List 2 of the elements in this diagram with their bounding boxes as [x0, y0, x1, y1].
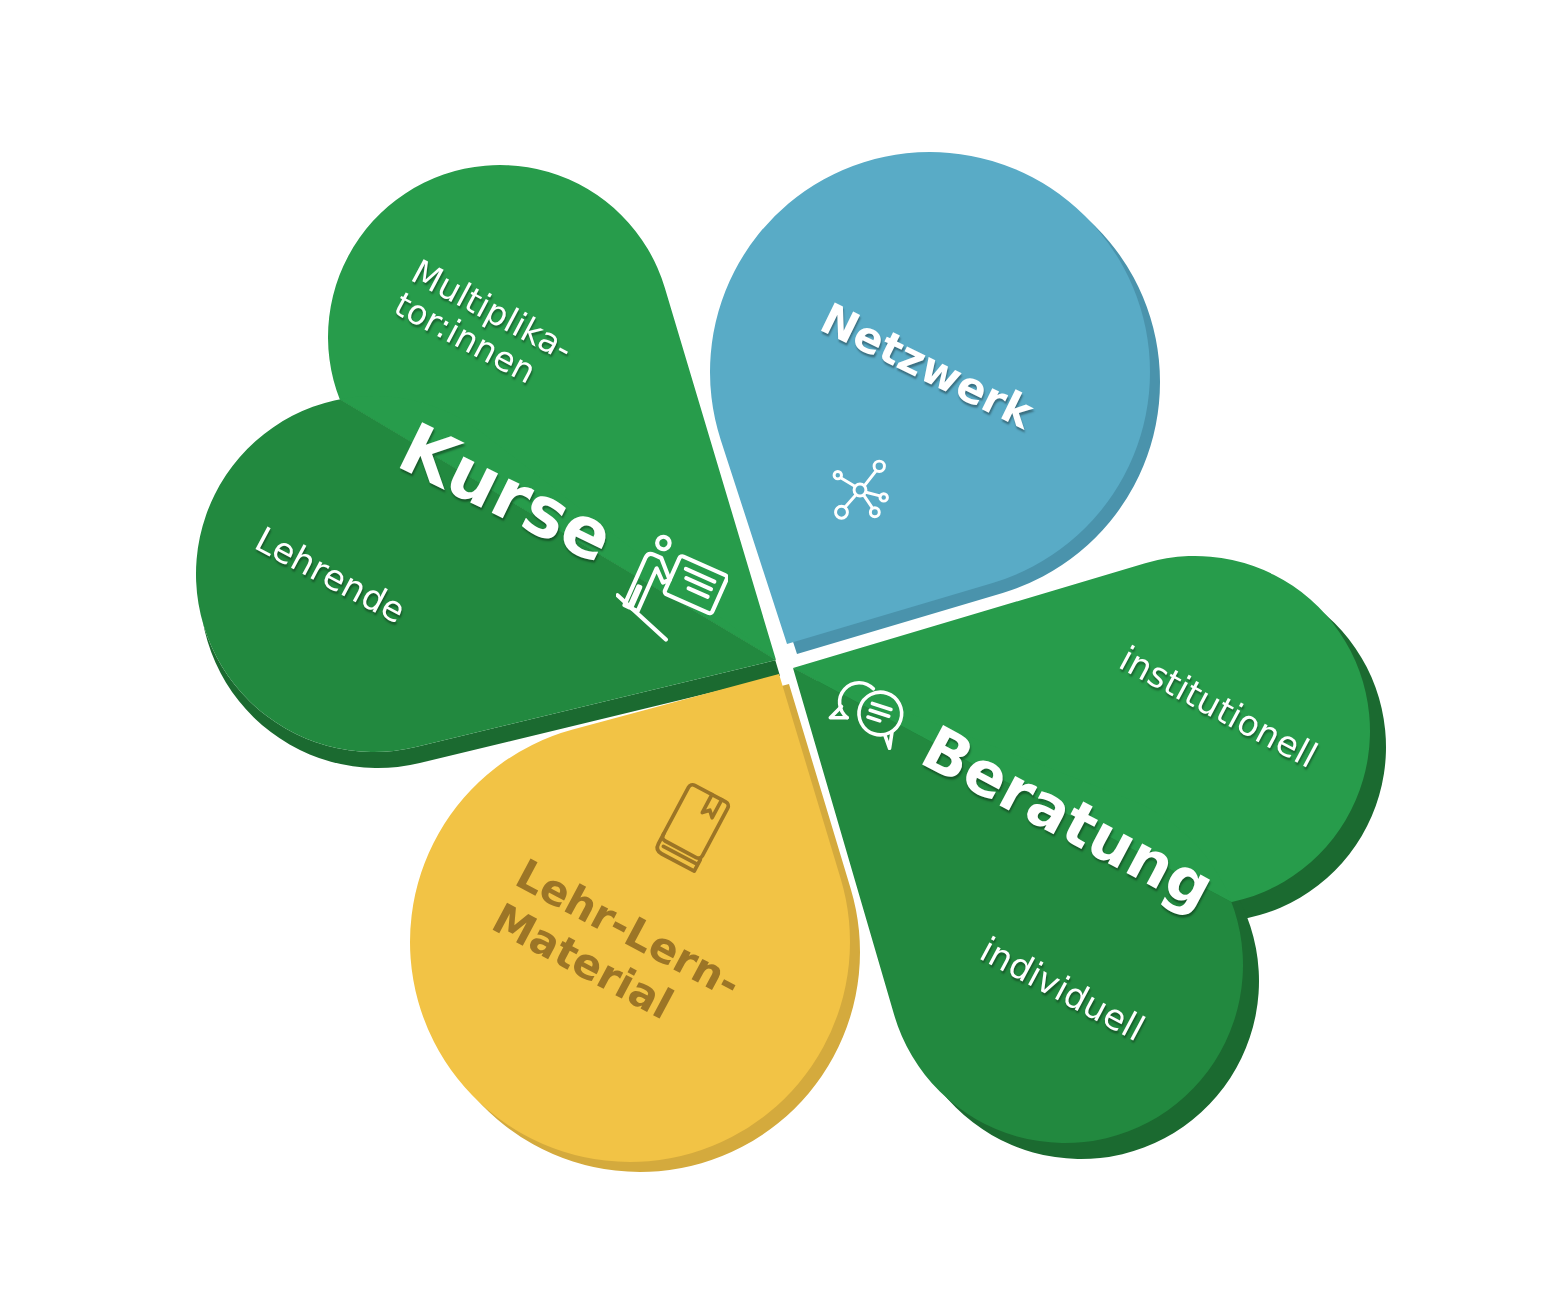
clover-petal [409, 673, 861, 1173]
clover-petal [792, 555, 1387, 1160]
